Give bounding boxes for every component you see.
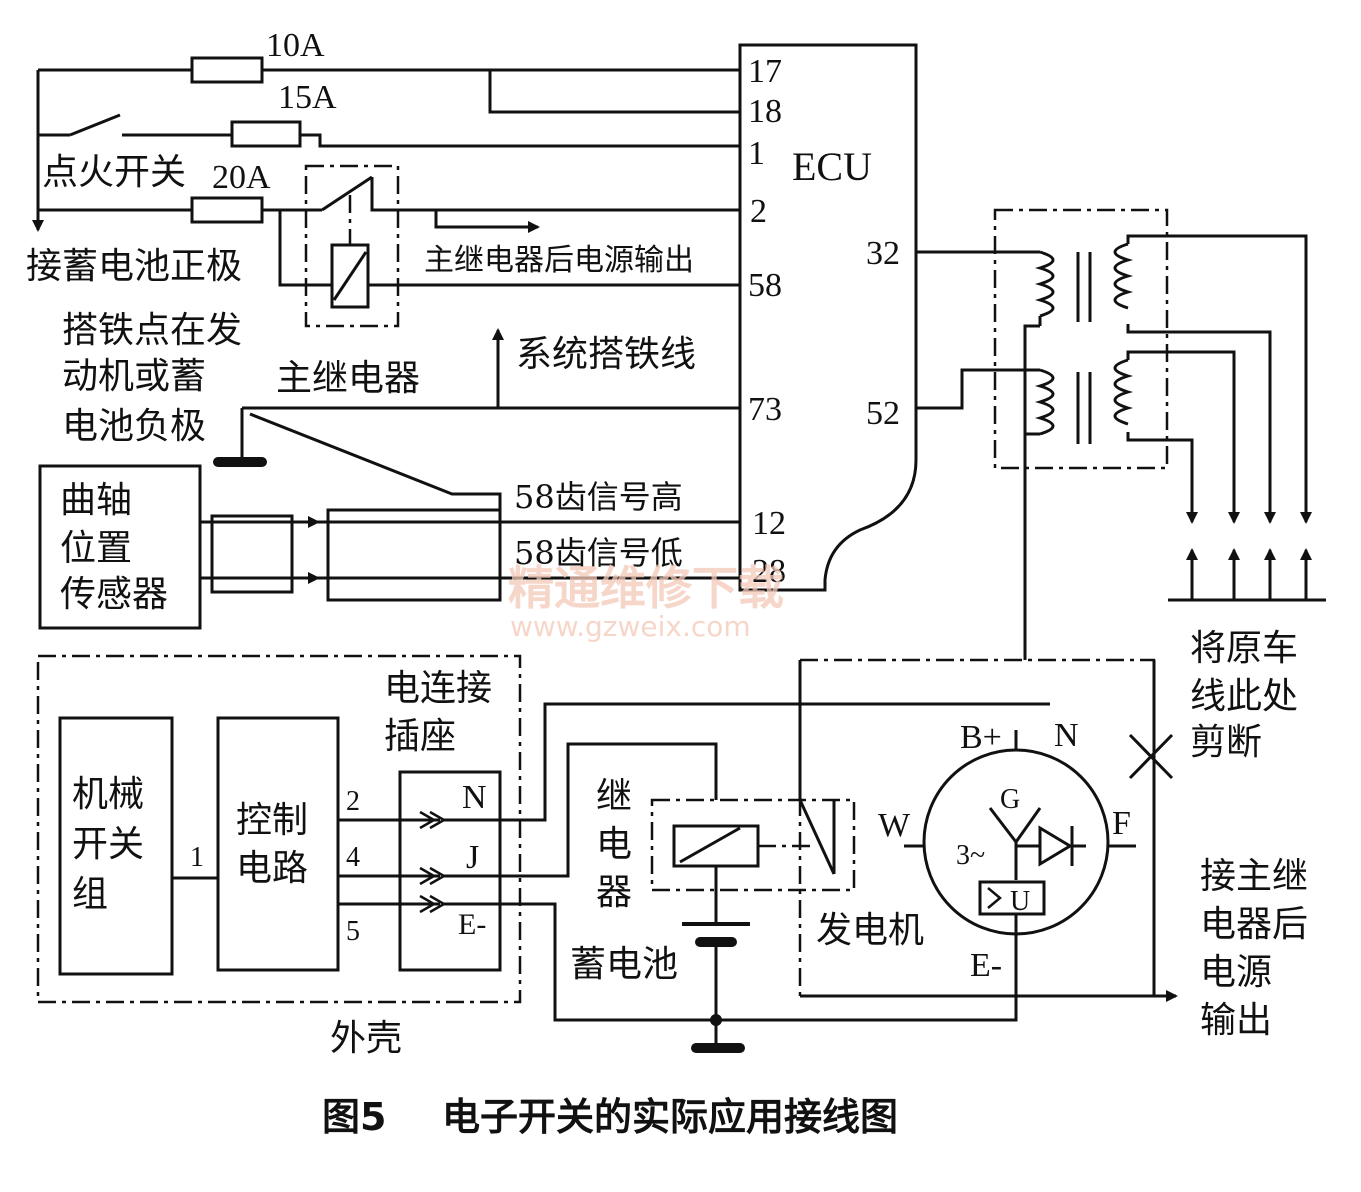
fuse-10a-label: 10A: [266, 27, 325, 64]
main-relay-label: 主继电器: [276, 358, 420, 399]
ignition-switch-blade: [69, 113, 121, 137]
main-relay-contact: [321, 175, 373, 212]
mech-switch-line1: 机械: [72, 774, 144, 815]
to-main-relay-line1: 接主继: [1200, 856, 1308, 897]
module-pin-1: 1: [190, 842, 204, 873]
ecu-pin-32: 32: [866, 235, 900, 272]
control-circuit-line1: 控制: [236, 800, 308, 841]
generator-term-eminus: E-: [970, 947, 1002, 984]
power-supply-section: [32, 56, 740, 328]
ecu-pin-58: 58: [748, 267, 782, 304]
ground-section: [213, 328, 740, 510]
generator-term-n: N: [1054, 717, 1079, 754]
generator-term-bplus: B+: [960, 719, 1002, 756]
crank-sensor-line1: 曲轴: [60, 480, 132, 521]
module-pin-5: 5: [346, 916, 360, 947]
fuse-20a-label: 20A: [212, 159, 271, 196]
system-ground-label: 系统搭铁线: [516, 334, 696, 375]
generator-label: 发电机: [816, 910, 924, 951]
fuse-10a: [190, 56, 264, 84]
ecu-box: [738, 43, 918, 592]
socket-pin-J: J: [466, 839, 479, 876]
signal-low-label: 58齿信号低: [514, 534, 683, 572]
socket-pin-E: E-: [458, 908, 486, 941]
ecu-pin-28: 28: [752, 553, 786, 590]
module-wiring: [338, 702, 1050, 1022]
sensor-wiring: [200, 508, 740, 602]
ignition-coil-assembly: [916, 208, 1326, 660]
generator-phase: 3~: [956, 840, 985, 871]
relay-section: [650, 660, 856, 1053]
module-pin-4: 4: [346, 842, 360, 873]
ground-point-line3: 电池负极: [62, 406, 206, 447]
mech-switch-box: [58, 716, 174, 976]
generator-section: [798, 658, 1178, 1002]
module-housing: [36, 654, 522, 1004]
ground-point-line1: 搭铁点在发: [62, 310, 242, 351]
ecu-pin-1: 1: [748, 135, 765, 172]
cut-note-line2: 线此处: [1190, 676, 1298, 717]
ground-point-line2: 动机或蓄: [62, 356, 206, 397]
battery-positive-label: 接蓄电池正极: [26, 246, 242, 287]
to-main-relay-line2: 电器后: [1200, 904, 1308, 945]
watermark-text: 精通维修下载: [508, 561, 784, 615]
mech-switch-line3: 组: [72, 874, 108, 915]
relay-line3: 器: [596, 872, 632, 913]
ignition-switch-label: 点火开关: [42, 152, 186, 193]
crank-sensor-line3: 传感器: [60, 574, 168, 615]
ecu-pin-12: 12: [752, 505, 786, 542]
generator-term-u: U: [1010, 886, 1030, 917]
main-relay-output-label: 主继电器后电源输出: [424, 243, 694, 278]
relay-line2: 电: [596, 824, 632, 865]
cut-note-line1: 将原车: [1190, 628, 1298, 669]
figure-number: 图5: [322, 1095, 386, 1139]
mech-switch-line2: 开关: [72, 824, 144, 865]
relay-line1: 继: [596, 776, 632, 817]
signal-high-label: 58齿信号高: [514, 478, 683, 516]
cut-note-line3: 剪断: [1190, 722, 1262, 763]
crank-sensor-box: [38, 464, 202, 630]
crank-sensor-line2: 位置: [60, 528, 132, 569]
watermark-url: www.gzweix.com: [510, 610, 751, 643]
fuse-15a: [230, 120, 302, 148]
generator-term-f: F: [1112, 805, 1131, 842]
ecu-pin-52: 52: [866, 395, 900, 432]
figure-title: 电子开关的实际应用接线图: [442, 1095, 898, 1139]
control-circuit-box: [216, 716, 340, 972]
ecu-label: ECU: [792, 144, 872, 189]
control-circuit-line2: 电路: [236, 848, 308, 889]
relay-coil: [672, 824, 760, 868]
generator-term-g: G: [1000, 784, 1020, 815]
battery-label: 蓄电池: [570, 944, 678, 985]
main-relay-housing: [304, 164, 400, 328]
ecu-pin-2: 2: [750, 193, 767, 230]
ecu-pin-17: 17: [748, 53, 782, 90]
fuse-15a-label: 15A: [278, 79, 337, 116]
ecu-pin-73: 73: [748, 391, 782, 428]
module-pin-2: 2: [346, 786, 360, 817]
connector-line1: 电连接: [384, 668, 492, 709]
to-main-relay-line3: 电源: [1200, 952, 1272, 993]
ecu-pin-18: 18: [748, 93, 782, 130]
fuse-20a: [190, 196, 264, 224]
relay-contact: [798, 799, 836, 875]
connector-box: [398, 770, 502, 972]
to-main-relay-line4: 输出: [1200, 1000, 1272, 1041]
housing-label: 外壳: [330, 1018, 402, 1059]
generator-term-w: W: [878, 807, 911, 844]
main-relay-coil: [330, 243, 370, 309]
connector-line2: 插座: [384, 716, 456, 757]
socket-pin-N: N: [462, 779, 487, 816]
